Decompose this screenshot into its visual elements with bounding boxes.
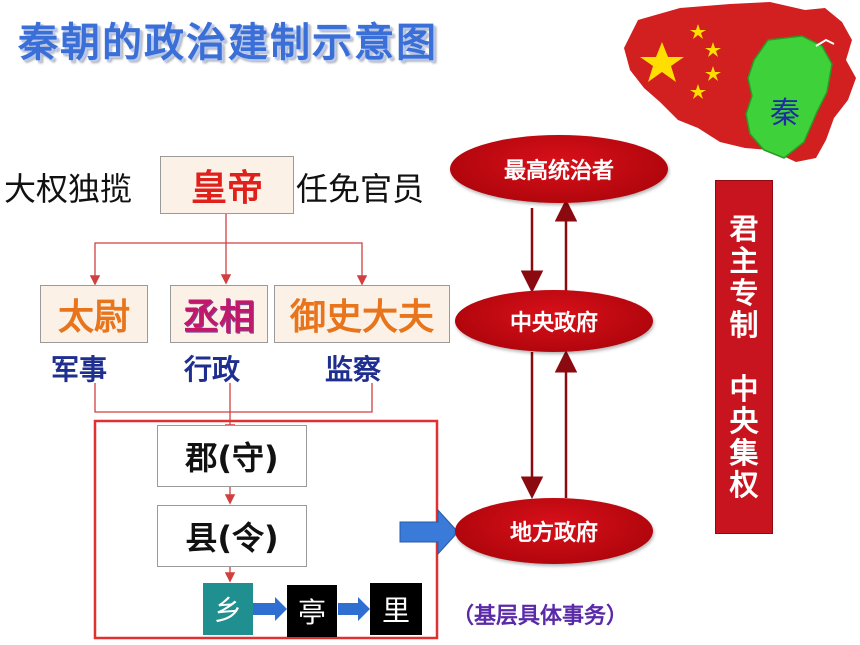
local-government-ellipse: 地方政府 <box>455 498 653 564</box>
duty-supervision: 监察 <box>325 353 382 386</box>
arrow-right-icon <box>338 597 370 621</box>
emperor-box: 皇帝 <box>160 156 294 214</box>
duty-administration: 行政 <box>184 353 241 386</box>
banner-char: 央 <box>729 404 759 438</box>
big-arrow-right-icon <box>399 508 459 556</box>
banner-char: 专 <box>729 276 759 310</box>
banner-char: 制 <box>729 308 759 342</box>
appoint-officials-text: 任免官员 <box>296 170 425 208</box>
banner-char: 君 <box>729 212 759 246</box>
commandery-box: 郡(守) <box>157 425 307 487</box>
page-title: 秦朝的政治建制示意图 <box>18 20 438 66</box>
qin-territory <box>745 35 833 159</box>
banner-char: 权 <box>729 468 759 502</box>
big-star-icon <box>640 42 684 82</box>
china-map-icon <box>624 2 856 162</box>
arrow-right-icon <box>253 597 287 621</box>
small-star-icon <box>690 24 706 39</box>
central-government-ellipse: 中央政府 <box>455 290 653 352</box>
autocracy-centralization-banner: 君 主 专 制 中 央 集 权 <box>715 180 773 534</box>
banner-char: 主 <box>729 244 759 278</box>
small-star-icon <box>705 42 721 57</box>
county-box: 县(令) <box>157 505 307 567</box>
banner-char: 中 <box>729 372 759 406</box>
official-box-taiwei: 太尉 <box>40 285 148 343</box>
absolute-power-text: 大权独揽 <box>4 170 133 208</box>
supreme-ruler-ellipse: 最高统治者 <box>450 135 668 203</box>
small-star-icon <box>705 66 721 81</box>
pavilion-box: 亭 <box>287 585 337 637</box>
township-box: 乡 <box>203 583 253 635</box>
duty-military: 军事 <box>51 353 108 386</box>
village-box: 里 <box>370 583 422 635</box>
grassroots-affairs-note: （基层具体事务） <box>452 604 629 629</box>
map-label-qin: 秦 <box>770 96 800 131</box>
banner-char: 集 <box>729 436 759 470</box>
small-star-icon <box>690 84 706 99</box>
official-box-censor: 御史大夫 <box>274 285 450 343</box>
official-box-chancellor: 丞相 <box>170 285 268 343</box>
